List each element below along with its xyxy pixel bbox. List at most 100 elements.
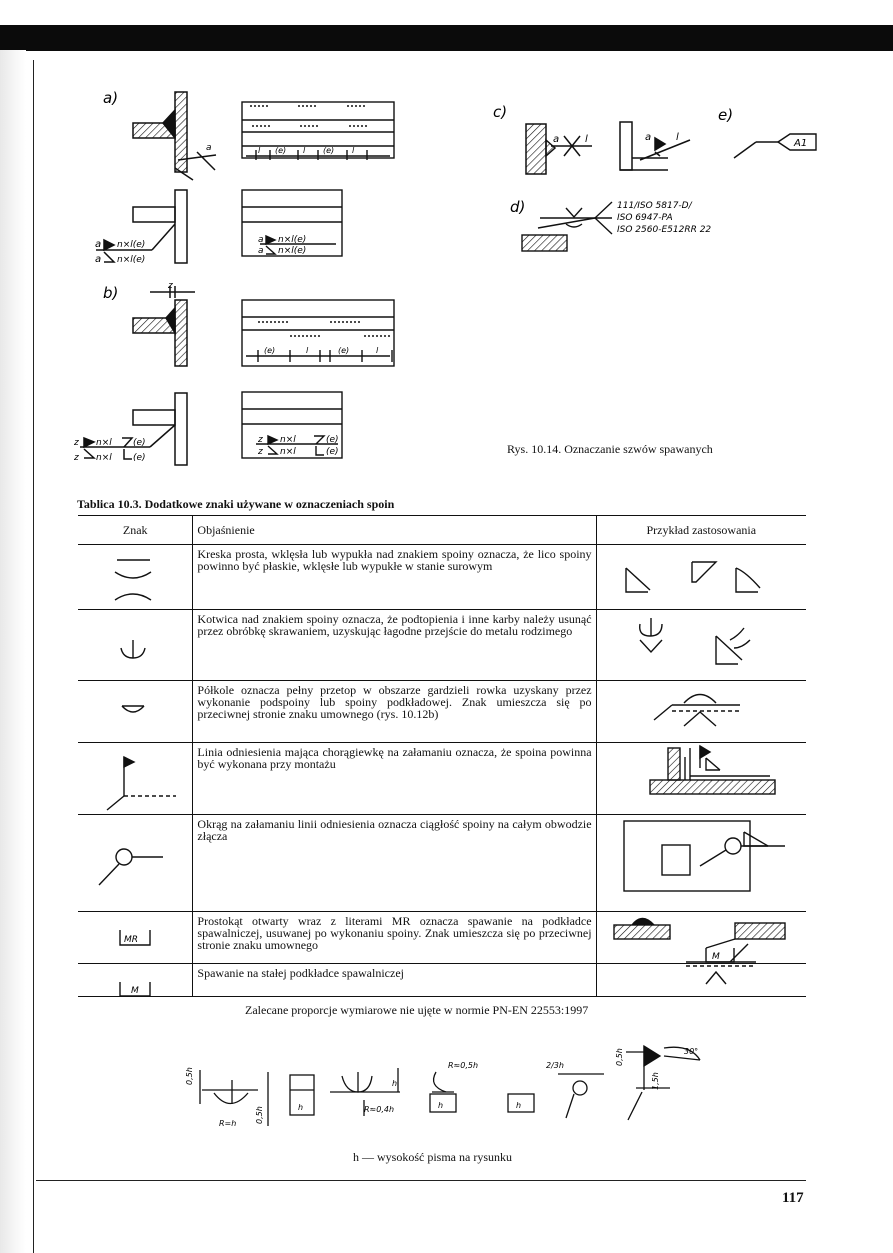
table-row: Kotwica nad znakiem spoiny oznacza, że p…: [78, 609, 806, 681]
row6-text: Prostokąt otwarty wraz z literami MR ozn…: [192, 911, 597, 964]
panel-c-dim-a1: a: [553, 134, 559, 145]
proportions-drawing: [199, 1044, 701, 1126]
prop-label-1: R=h: [219, 1119, 236, 1128]
row4-text: Linia odniesienia mająca chorągiewkę na …: [192, 742, 597, 815]
panel-b-s2-z2: z: [257, 447, 263, 457]
row7-symbol: [78, 963, 193, 997]
panel-label-e: e): [718, 106, 733, 124]
panel-b-dim-l2: l: [376, 346, 379, 355]
panel-label-a: a): [103, 89, 118, 107]
panel-a-ref-a2: a: [95, 254, 101, 265]
row3-symbol: [78, 680, 193, 743]
table-row: Prostokąt otwarty wraz z literami MR ozn…: [78, 911, 806, 964]
prop-label-12: 30°: [684, 1047, 698, 1056]
panel-a-ref-spec1: n×l(e): [117, 240, 145, 250]
prop-label-9: 2/3h: [546, 1061, 564, 1070]
panel-d-line2: ISO 6947-PA: [617, 213, 673, 223]
panel-b-schematic-2: [241, 391, 343, 459]
prop-label-3: h: [298, 1103, 303, 1112]
row5-symbol: [78, 814, 193, 912]
panel-b-s2-e1: (e): [326, 435, 339, 445]
panel-label-d: d): [510, 198, 525, 216]
panel-d-line1: 111/ISO 5817-D/: [617, 201, 693, 211]
scan-top-band: [0, 25, 893, 51]
panel-label-c: c): [493, 103, 507, 121]
header-przyklad: Przykład zastosowania: [596, 515, 806, 545]
panel-b-schematic: [241, 299, 395, 367]
page-gutter-line: [33, 60, 34, 1253]
table-row: Spawanie na stałej podkładce spawalnicze…: [78, 963, 806, 997]
panel-b-s2-spec2: n×l: [280, 447, 296, 457]
panel-d-line3: ISO 2560-E512RR 22: [617, 225, 711, 235]
panel-label-b: b): [103, 284, 118, 302]
h-legend: h — wysokość pisma na rysunku: [353, 1150, 512, 1164]
panel-a-dim: a: [206, 143, 212, 153]
recommendation-note: Zalecane proporcje wymiarowe nie ujęte w…: [245, 1003, 589, 1017]
prop-label-5: R≈0,4h: [364, 1105, 394, 1114]
panel-c-dim-l1: l: [585, 134, 588, 145]
row4-symbol: [78, 742, 193, 815]
prop-label-11: 1,5h: [651, 1072, 660, 1090]
row2-symbol: [78, 609, 193, 681]
prop-label-2: 0,5h: [255, 1106, 264, 1124]
header-znak: Znak: [78, 515, 193, 545]
prop-label-0: 0,5h: [185, 1067, 194, 1085]
symbols-table: Znak Objaśnienie Przykład zastosowania K…: [78, 515, 806, 997]
panel-b-ref-spec1: n×l: [96, 438, 112, 448]
panel-b-ref-z1: z: [73, 438, 79, 448]
panel-a-dim-l1: l: [258, 146, 261, 155]
prop-label-10: 0,5h: [615, 1048, 624, 1066]
panel-a-dim-l2: l: [303, 146, 306, 155]
table-row: Okrąg na załamaniu linii odniesienia ozn…: [78, 814, 806, 912]
panel-c-dim-a2: a: [645, 132, 651, 143]
scan-left-edge: [0, 50, 26, 1253]
panel-b-dim-e2: (e): [338, 346, 349, 355]
figure-caption: Rys. 10.14. Oznaczanie szwów spawanych: [507, 442, 713, 456]
row6-example: [596, 911, 806, 964]
panel-a-schematic-2: [241, 189, 343, 257]
panel-a-dim-l3: l: [352, 146, 355, 155]
panel-a-dim-e2: (e): [323, 146, 334, 155]
row4-example: [596, 742, 806, 815]
footer-rule: [36, 1180, 806, 1181]
panel-a-s2-a1: a: [258, 235, 264, 245]
table-header-row: Znak Objaśnienie Przykład zastosowania: [78, 515, 806, 545]
panel-a-s2-spec1: n×l(e): [278, 235, 306, 245]
row1-example: [596, 544, 806, 610]
row6-symbol: [78, 911, 193, 964]
row5-example: [596, 814, 806, 912]
panel-e-reference: [733, 133, 817, 159]
panel-a-s2-a2: a: [258, 246, 264, 256]
panel-b-ref-e2: (e): [133, 453, 146, 463]
panel-a-s2-spec2: n×l(e): [278, 246, 306, 256]
panel-b-ref-spec2: n×l: [96, 453, 112, 463]
panel-b-dim-l1: l: [306, 346, 309, 355]
panel-b-dim-e1: (e): [264, 346, 275, 355]
row7-example: [596, 963, 806, 997]
row2-example: [596, 609, 806, 681]
row2-text: Kotwica nad znakiem spoiny oznacza, że p…: [192, 609, 597, 681]
panel-b-ref-z2: z: [73, 453, 79, 463]
panel-b-joint: [132, 286, 195, 367]
panel-b-s2-z1: z: [257, 435, 263, 445]
prop-label-8: h: [516, 1101, 521, 1110]
page-number: 117: [782, 1190, 804, 1206]
panel-b-s2-spec1: n×l: [280, 435, 296, 445]
row3-example: [596, 680, 806, 743]
row7-text: Spawanie na stałej podkładce spawalnicze…: [192, 963, 597, 997]
panel-c-joints: [525, 121, 691, 175]
row5-text: Okrąg na załamaniu linii odniesienia ozn…: [192, 814, 597, 912]
panel-c-dim-l2: l: [676, 132, 679, 143]
panel-b-s2-e2: (e): [326, 447, 339, 457]
table-title: Tablica 10.3. Dodatkowe znaki używane w …: [77, 497, 395, 511]
panel-a-schematic: [241, 101, 395, 160]
header-objasnienie: Objaśnienie: [192, 515, 597, 545]
table-row: Linia odniesienia mająca chorągiewkę na …: [78, 742, 806, 815]
prop-label-6: R≈0,5h: [448, 1061, 478, 1070]
row1-text: Kreska prosta, wklęsła lub wypukła nad z…: [192, 544, 597, 610]
table-row: Kreska prosta, wklęsła lub wypukła nad z…: [78, 544, 806, 610]
prop-label-7: h: [438, 1101, 443, 1110]
table-row: Półkole oznacza pełny przetop w obszarze…: [78, 680, 806, 743]
panel-b-reference: [80, 392, 188, 466]
panel-a-dim-e1: (e): [275, 146, 286, 155]
